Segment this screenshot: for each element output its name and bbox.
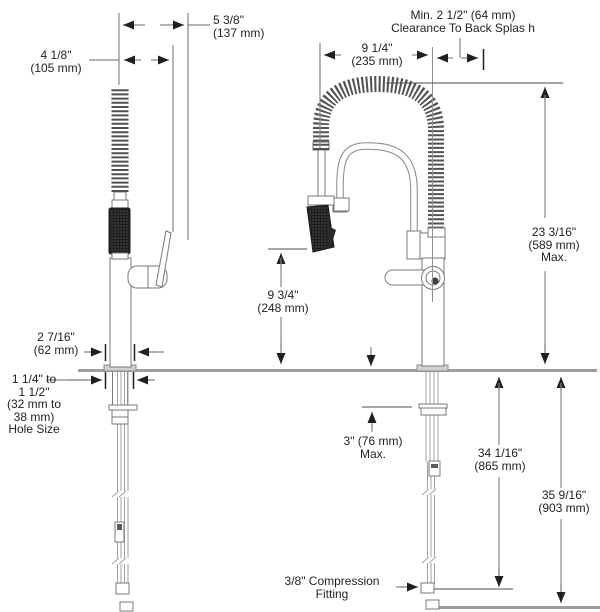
dimension-lines [46, 13, 566, 603]
pipe-break-symbol [111, 490, 132, 565]
dim-35-9-16-label: 35 9/16" (903 mm) [538, 489, 589, 514]
label-line: (903 mm) [538, 500, 590, 515]
floor-reference-line [434, 606, 600, 609]
label-line: 35 9/16" [541, 488, 587, 502]
hole-size-label: 1 1/4" to 1 1/2" (32 mm to 38 mm) Hole S… [7, 373, 61, 436]
dim-9-3-4 [268, 248, 307, 364]
label-line: Min. 2 1/2" (64 mm) [410, 8, 516, 22]
countertop-line [78, 369, 597, 372]
label-line: (105 mm) [30, 60, 82, 75]
label-line: Hole Size [8, 422, 60, 437]
dim-23-3-16 [386, 82, 563, 364]
dim-23-3-16-label: 23 3/16" (589 mm) Max. [528, 226, 579, 264]
label-line: Clearance To Back Splas h [391, 20, 535, 35]
label-line: 4 1/8" [40, 48, 72, 62]
label-line: 38 mm) [13, 409, 55, 424]
label-line: 9 1/4" [361, 41, 393, 55]
compression-fitting [420, 582, 513, 610]
dim-hole-size-arrows [46, 372, 155, 389]
label-line: (865 mm) [474, 458, 526, 473]
label-line: 23 3/16" [531, 225, 577, 239]
label-line: 9 3/4" [267, 288, 299, 302]
label-line: 34 1/16" [477, 446, 523, 460]
dim-3-max-label: 3" (76 mm) Max. [344, 435, 403, 460]
faucet-side-view [103, 87, 172, 612]
label-line: (235 mm) [351, 53, 403, 68]
label-line: (32 mm to [6, 397, 62, 412]
gooseneck-spout [332, 142, 418, 236]
label-line: 2 7/16" [37, 330, 75, 344]
dim-3-max [362, 347, 412, 432]
pipe-break-symbol [421, 488, 441, 564]
dim-34-1-16-label: 34 1/16" (865 mm) [474, 447, 525, 472]
spray-grip-front [306, 204, 336, 253]
dim-9-1-4-label: 9 1/4" (235 mm) [351, 42, 402, 67]
side-view-handle [127, 230, 172, 289]
dim-5-3-8-label: 5 3/8" (137 mm) [213, 14, 264, 39]
spray-grip-side [108, 207, 131, 255]
front-view-handle [384, 266, 445, 290]
dim-2-7-16-arrows [84, 344, 164, 361]
dim-2-7-16-label: 2 7/16" (62 mm) [34, 331, 79, 356]
label-line: 3/8" Compression [284, 574, 380, 588]
label-line: (248 mm) [257, 300, 309, 315]
label-line: 1 1/2" [18, 384, 50, 399]
label-line: Max. [540, 250, 567, 265]
clearance-label: Min. 2 1/2" (64 mm) Clearance To Back Sp… [391, 9, 535, 34]
label-line: 1 1/4" to [11, 372, 57, 386]
compression-fitting-label: 3/8" Compression Fitting [285, 575, 380, 600]
faucet-front-view [306, 47, 513, 610]
label-line: Max. [359, 446, 386, 461]
label-line: (137 mm) [213, 25, 265, 40]
label-line: Fitting [315, 586, 349, 601]
label-line: (589 mm) [528, 237, 580, 252]
dim-clearance-arrows [437, 38, 485, 70]
dim-4-1-8-label: 4 1/8" (105 mm) [30, 49, 81, 74]
dim-9-3-4-label: 9 3/4" (248 mm) [257, 289, 308, 314]
label-line: 3" (76 mm) [343, 434, 403, 448]
label-line: (62 mm) [33, 342, 79, 357]
label-line: 5 3/8" [213, 13, 244, 27]
